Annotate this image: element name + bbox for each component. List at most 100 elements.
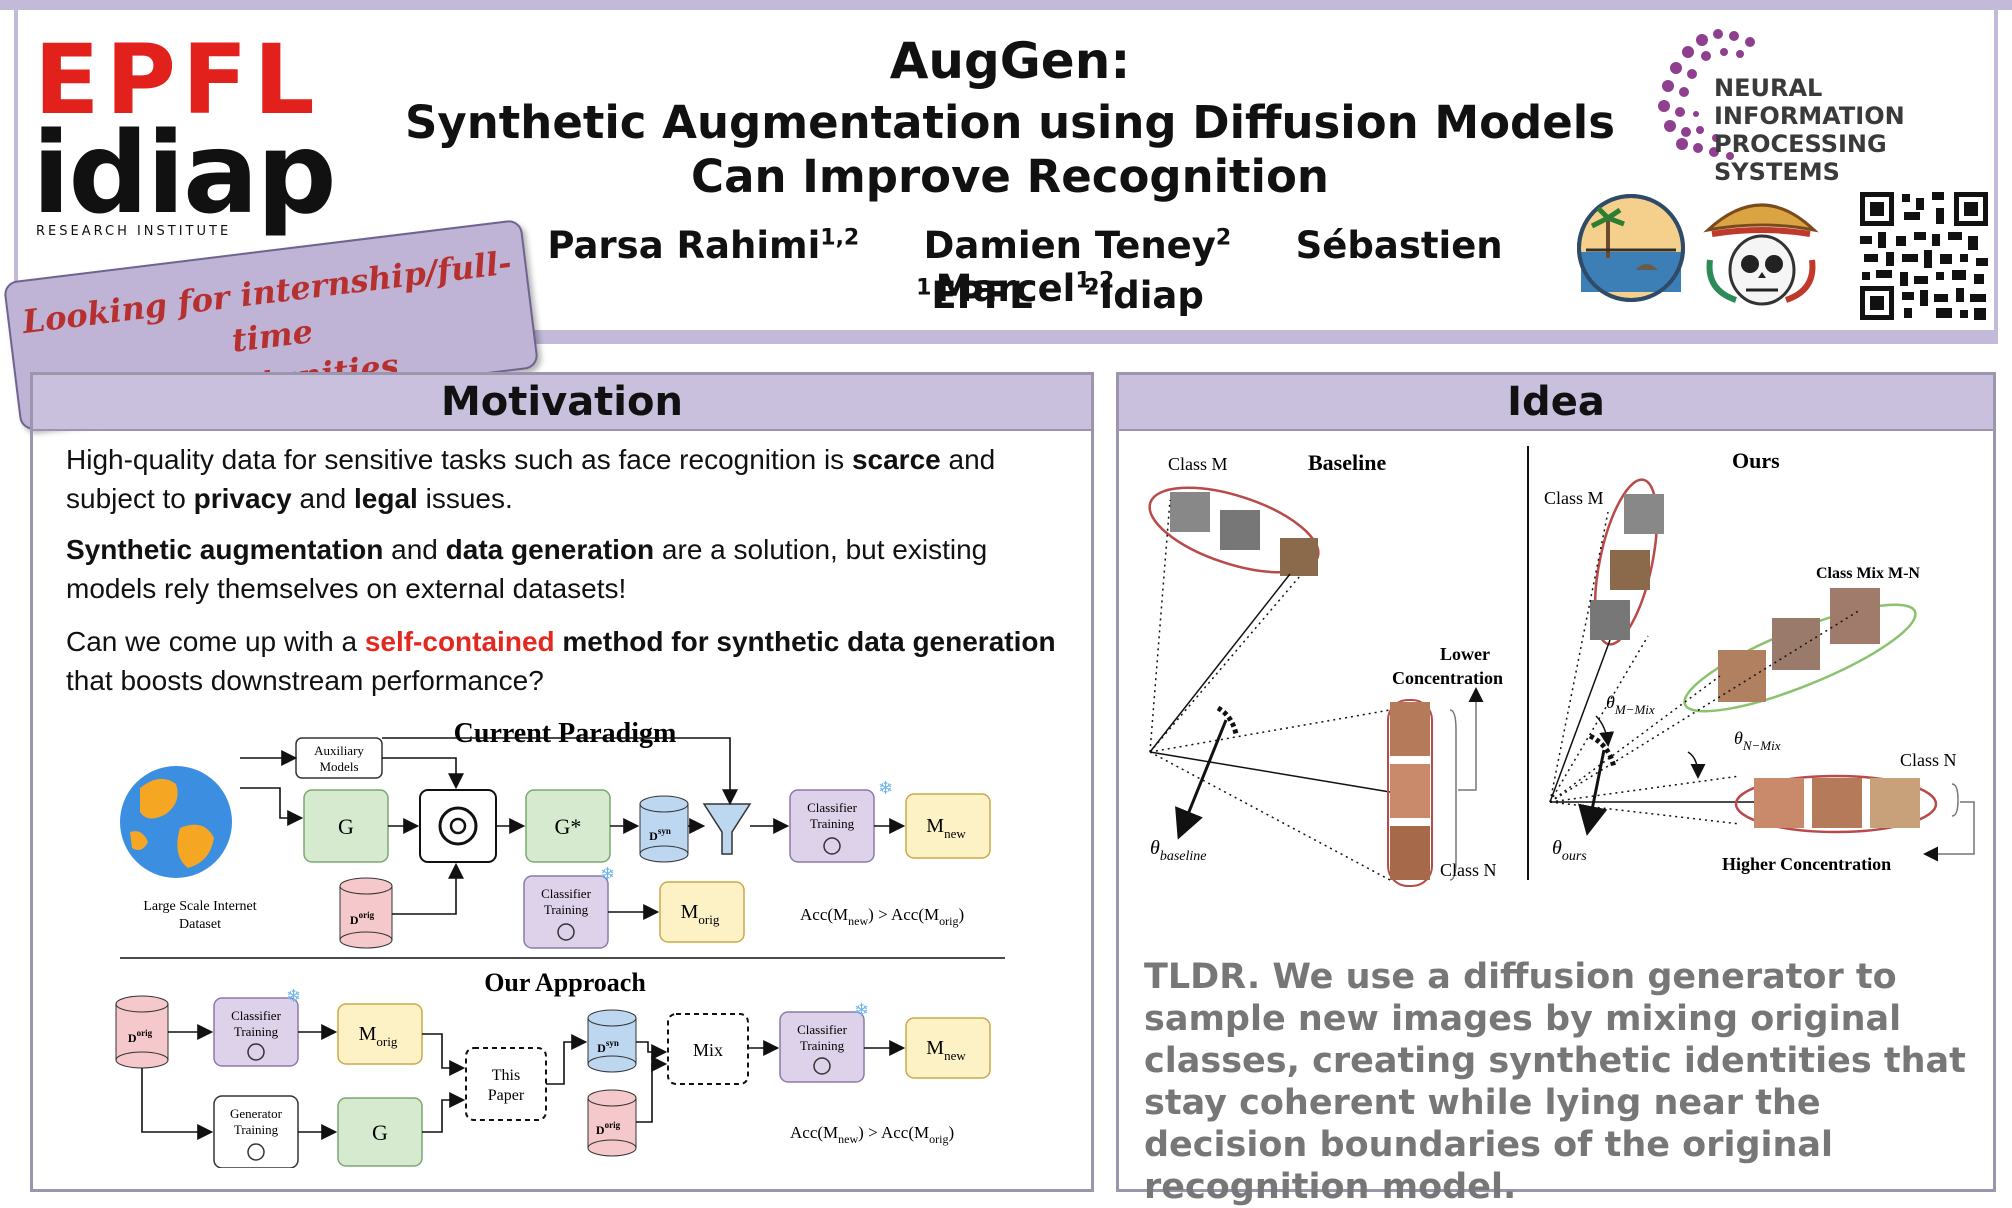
- dorig-cylinder-bottom-right: [587, 1089, 637, 1157]
- svg-text:Dorig: Dorig: [128, 1028, 153, 1045]
- dataset-label-2: Dataset: [179, 917, 221, 932]
- san-diego-badge-icon: [1577, 194, 1685, 302]
- svg-text:Paper: Paper: [488, 1087, 525, 1104]
- ours-class-n: Class N: [1900, 750, 1957, 770]
- mix-box: [667, 1013, 749, 1085]
- svg-text:Classifier: Classifier: [541, 886, 591, 901]
- ours-face-thumbnails-mix: [1718, 588, 1880, 702]
- ours-title: Ours: [1732, 448, 1780, 473]
- svg-text:θours: θours: [1552, 837, 1587, 864]
- classifier-box-bottom-right: [779, 1011, 865, 1083]
- face-thumbnails-m: [1170, 492, 1318, 576]
- dsyn-cylinder-bottom: [587, 1009, 637, 1073]
- svg-text:❄: ❄: [600, 864, 615, 884]
- current-paradigm-title: Current Paradigm: [454, 718, 677, 749]
- accuracy-inequality-top: Acc(Mnew) > Acc(Morig): [800, 905, 964, 928]
- ours-face-thumbnails-m: [1590, 494, 1664, 640]
- svg-text:Mnew: Mnew: [926, 815, 966, 841]
- svg-text:Morig: Morig: [359, 1023, 398, 1049]
- poster-subtitle-line1: Synthetic Augmentation using Diffusion M…: [405, 96, 1615, 149]
- svg-text:❄: ❄: [854, 1000, 869, 1020]
- baseline-class-n: Class N: [1440, 860, 1497, 880]
- authors: Parsa Rahimi1,2 Damien Teney2 Sébastien …: [520, 224, 1530, 310]
- motivation-panel: Motivation: [30, 372, 1094, 1192]
- snowflake-icon: ❄: [878, 778, 893, 798]
- svg-text:Training: Training: [234, 1122, 279, 1137]
- gear-box: [419, 789, 497, 863]
- poster-title: AugGen:: [889, 32, 1131, 90]
- dataset-label-1: Large Scale Internet: [143, 899, 256, 914]
- svg-text:Generator: Generator: [230, 1106, 283, 1121]
- gear-icon: [438, 806, 478, 846]
- ours-class-n-ellipse: [1734, 774, 1938, 834]
- paradigm-diagram: Current Paradigm Large Scale Internet Da…: [115, 718, 1005, 1168]
- globe-icon: [120, 766, 232, 878]
- generator-label: G: [338, 814, 354, 839]
- affiliations: 1EPFL 2Idiap: [916, 274, 1204, 317]
- face-thumbnails-n: [1390, 702, 1430, 880]
- motivation-heading: Motivation: [33, 375, 1091, 431]
- header: [14, 10, 1998, 332]
- svg-text:Mix: Mix: [693, 1040, 723, 1060]
- classifier-label-1: Classifier: [807, 800, 857, 815]
- svg-text:Training: Training: [800, 1038, 845, 1053]
- svg-text:Dorig: Dorig: [596, 1120, 621, 1137]
- motivation-paragraph-2: Synthetic augmentation and data generati…: [66, 534, 988, 604]
- svg-text:Classifier: Classifier: [797, 1022, 847, 1037]
- dorig-cylinder-top: [339, 877, 393, 949]
- baseline-title: Baseline: [1308, 450, 1386, 475]
- motivation-paragraph-1: High-quality data for sensitive tasks su…: [66, 444, 996, 514]
- ours-face-thumbnails-n: [1754, 778, 1920, 828]
- svg-text:Classifier: Classifier: [231, 1008, 281, 1023]
- idea-panel: Idea: [1116, 372, 1996, 1192]
- svg-text:Dsyn: Dsyn: [597, 1038, 619, 1055]
- neurips-logo-icon: [1658, 29, 1755, 160]
- accuracy-inequality-bottom: Acc(Mnew) > Acc(Morig): [790, 1123, 954, 1146]
- epfl-logo: EPFL: [34, 24, 321, 136]
- motivation-paragraph-3: Can we come up with a self-contained met…: [66, 626, 1056, 696]
- svg-text:Dorig: Dorig: [350, 910, 375, 927]
- class-n-ellipse-baseline: [1387, 699, 1433, 887]
- lower-conc-1: Lower: [1440, 644, 1490, 664]
- svg-text:Training: Training: [234, 1024, 279, 1039]
- svg-text:θM−Mix: θM−Mix: [1606, 692, 1655, 717]
- svg-text:θN−Mix: θN−Mix: [1734, 728, 1781, 753]
- svg-text:G: G: [372, 1120, 388, 1145]
- classifier-label-2: Training: [810, 816, 855, 831]
- m-new-box-top: [905, 793, 991, 859]
- idea-diagram: Class M Baseline θbaseline Lower Concent…: [1148, 446, 1975, 887]
- sugar-skull-taco-icon: [1703, 203, 1819, 306]
- idea-heading: Idea: [1119, 375, 1993, 431]
- higher-conc-label: Higher Concentration: [1722, 854, 1891, 874]
- qr-code-icon[interactable]: [1856, 188, 1992, 324]
- svg-text:Dsyn: Dsyn: [649, 826, 671, 843]
- m-orig-box-top: [659, 881, 745, 943]
- svg-text:Morig: Morig: [681, 901, 720, 927]
- svg-text:Training: Training: [544, 902, 589, 917]
- m-new-box-bottom: [905, 1017, 991, 1079]
- baseline-class-m: Class M: [1168, 454, 1228, 474]
- neurips-text: NEURAL INFORMATION PROCESSING SYSTEMS: [1714, 74, 1905, 186]
- idiap-logo: idiap: [32, 109, 337, 239]
- author-2: Damien Teney2: [923, 224, 1232, 267]
- svg-text:Mnew: Mnew: [926, 1037, 966, 1063]
- svg-text:θbaseline: θbaseline: [1150, 837, 1206, 864]
- svg-text:❄: ❄: [286, 986, 301, 1006]
- aux-models-label-1: Auxiliary: [314, 743, 364, 758]
- poster-subtitle-line2: Can Improve Recognition: [691, 150, 1329, 203]
- author-3: Sébastien Marcel1,2: [935, 224, 1503, 310]
- ours-class-m: Class M: [1544, 488, 1604, 508]
- dsyn-cylinder: [639, 795, 689, 863]
- filter-funnel-icon: [702, 803, 752, 855]
- our-approach-title: Our Approach: [484, 968, 646, 997]
- lower-conc-2: Concentration: [1392, 668, 1503, 688]
- idiap-subtitle: RESEARCH INSTITUTE: [36, 224, 232, 239]
- author-1: Parsa Rahimi1,2: [547, 224, 860, 267]
- class-mix-label: Class Mix M-N: [1816, 565, 1920, 582]
- aux-models-label-2: Models: [320, 759, 359, 774]
- this-paper-box: [465, 1047, 547, 1121]
- gear-icon-small: [823, 837, 841, 855]
- dorig-cylinder-bottom: [115, 995, 169, 1069]
- tldr-text: TLDR. We use a diffusion generator to sa…: [1144, 957, 1966, 1207]
- top-band: [0, 0, 2012, 10]
